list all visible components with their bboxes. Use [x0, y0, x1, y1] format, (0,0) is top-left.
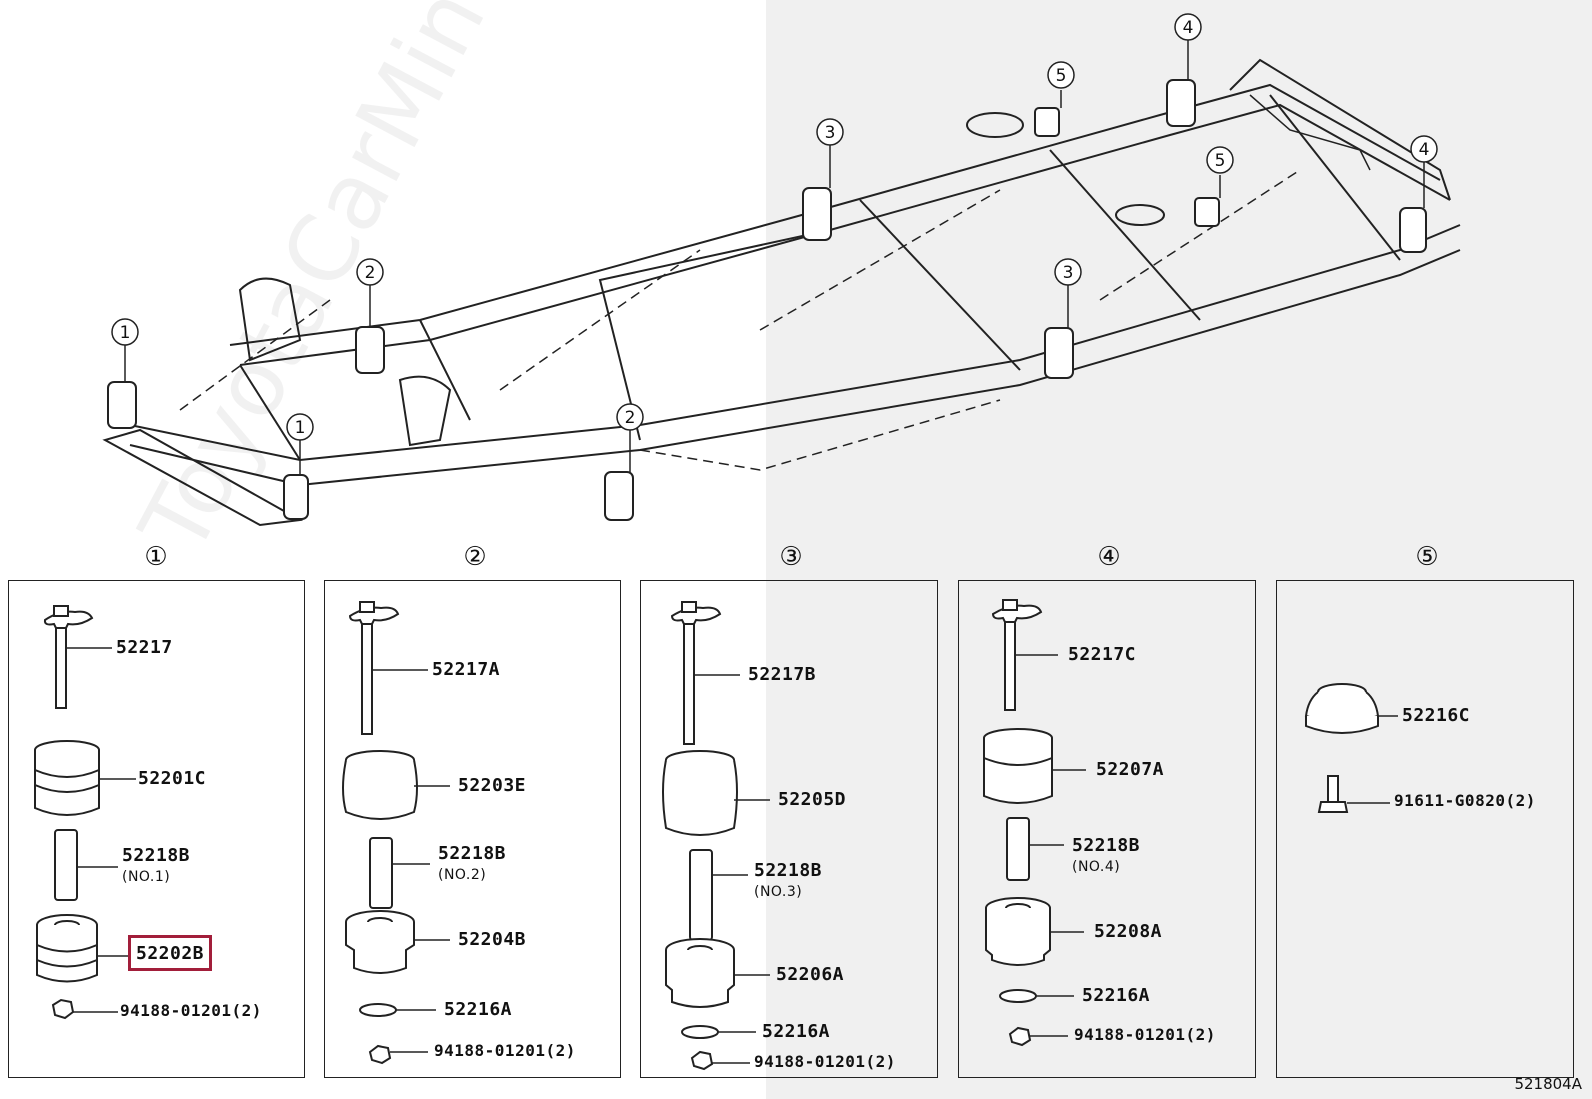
chassis-frame-illustration: 1 1 2 2 3 3 4 5 5 4: [102, 13, 1461, 527]
part-number-94188-01201-g1[interactable]: 94188-01201(2): [120, 1001, 262, 1020]
part-number-52216a-g4[interactable]: 52216A: [1082, 985, 1151, 1006]
svg-text:5: 5: [1056, 66, 1067, 86]
part-number-52216a-g3[interactable]: 52216A: [762, 1021, 831, 1042]
group-box-5: [1276, 580, 1574, 1078]
svg-text:3: 3: [1063, 263, 1074, 283]
part-number-52216c[interactable]: 52216C: [1402, 705, 1471, 726]
selected-part-highlight: [128, 935, 212, 971]
svg-text:2: 2: [365, 263, 376, 283]
part-number-52218b-no3[interactable]: 52218B: [754, 860, 823, 881]
part-number-52218b-no1[interactable]: 52218B: [122, 845, 191, 866]
part-number-94188-01201-g4[interactable]: 94188-01201(2): [1074, 1025, 1216, 1044]
part-number-52217b[interactable]: 52217B: [748, 664, 817, 685]
bolt-icon: [43, 605, 94, 709]
group-box-1: [8, 580, 305, 1078]
group-box-3: [640, 580, 938, 1078]
upper-cushion-icon: [34, 740, 100, 816]
part-number-52208a[interactable]: 52208A: [1094, 921, 1163, 942]
group-title-3: ③: [779, 542, 803, 572]
part-number-52204b[interactable]: 52204B: [458, 929, 527, 950]
part-number-52217[interactable]: 52217: [116, 637, 173, 658]
lower-cushion-icon: [36, 914, 98, 983]
background-shade: [766, 0, 1592, 1099]
part-number-94188-01201-g2[interactable]: 94188-01201(2): [434, 1041, 576, 1060]
group-title-5: ⑤: [1415, 542, 1439, 572]
part-note-no3: (NO.3): [754, 884, 803, 900]
part-number-91611-g0820[interactable]: 91611-G0820(2): [1394, 791, 1536, 810]
part-number-52205d[interactable]: 52205D: [778, 789, 847, 810]
part-number-52216a-g2[interactable]: 52216A: [444, 999, 513, 1020]
group-box-2: [324, 580, 621, 1078]
part-number-52218b-no2[interactable]: 52218B: [438, 843, 507, 864]
part-number-52217a[interactable]: 52217A: [432, 659, 501, 680]
part-number-52217c[interactable]: 52217C: [1068, 644, 1137, 665]
group-title-2: ②: [463, 542, 487, 572]
part-note-no4: (NO.4): [1072, 859, 1121, 875]
svg-text:4: 4: [1419, 140, 1430, 160]
svg-text:4: 4: [1183, 18, 1194, 38]
group-title-1: ①: [144, 542, 168, 572]
svg-text:3: 3: [825, 123, 836, 143]
part-number-52218b-no4[interactable]: 52218B: [1072, 835, 1141, 856]
svg-text:1: 1: [120, 323, 131, 343]
part-number-52202b[interactable]: 52202B: [136, 943, 205, 964]
part-number-52203e[interactable]: 52203E: [458, 775, 527, 796]
diagram-code: 521804A: [1514, 1075, 1582, 1093]
part-number-52207a[interactable]: 52207A: [1096, 759, 1165, 780]
part-number-52201c[interactable]: 52201C: [138, 768, 207, 789]
part-number-52206a[interactable]: 52206A: [776, 964, 845, 985]
part-number-94188-01201-g3[interactable]: 94188-01201(2): [754, 1052, 896, 1071]
group-box-4: [958, 580, 1256, 1078]
svg-text:5: 5: [1215, 151, 1226, 171]
group-title-4: ④: [1097, 542, 1121, 572]
svg-text:1: 1: [295, 418, 306, 438]
part-note-no1: (NO.1): [122, 869, 171, 885]
part-note-no2: (NO.2): [438, 867, 487, 883]
collar-sleeve-icon: [54, 829, 78, 901]
nut-icon: [51, 998, 75, 1020]
svg-text:2: 2: [625, 408, 636, 428]
